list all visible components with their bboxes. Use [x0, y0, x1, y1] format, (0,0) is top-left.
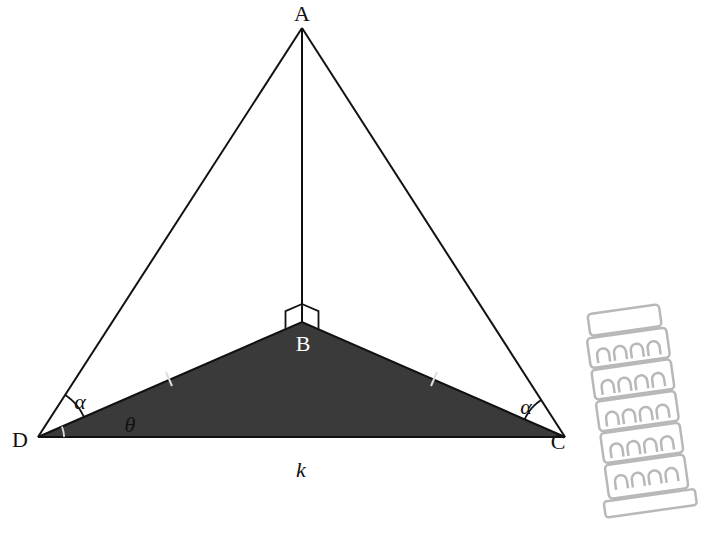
line-ac — [302, 28, 565, 437]
tower-watermark — [577, 303, 696, 518]
angle-arc — [62, 427, 64, 437]
tower-arch — [614, 474, 628, 490]
tower-arch — [660, 436, 674, 452]
tower-arch — [648, 470, 662, 486]
tower-arch — [622, 409, 636, 425]
tower-arch — [643, 438, 657, 454]
length-label: k — [296, 459, 306, 481]
tower-arch — [601, 379, 615, 395]
tick-mark — [431, 372, 437, 386]
right-angle-mark — [302, 304, 319, 329]
tower-arch — [651, 372, 665, 388]
shaded-triangle — [38, 322, 565, 437]
tower-arch — [656, 404, 670, 420]
tower-arch — [627, 440, 641, 456]
right-angle-mark — [286, 304, 303, 329]
point-label: D — [12, 429, 28, 451]
tower-arch — [610, 443, 624, 459]
tower-arch — [618, 377, 632, 393]
tower-arch — [631, 472, 645, 488]
tower-arch — [605, 411, 619, 427]
line-ad — [38, 28, 302, 437]
tower-arch — [639, 406, 653, 422]
tower-arch — [665, 467, 679, 483]
point-label: A — [294, 3, 310, 25]
tower-arch — [630, 343, 644, 359]
tower-arch — [647, 341, 661, 357]
angle-label: α — [74, 391, 86, 413]
tower-arch — [596, 348, 610, 364]
line-ab — [301, 28, 303, 322]
tick-mark — [166, 372, 172, 386]
angle-label: θ — [125, 414, 136, 436]
point-label: C — [551, 431, 566, 453]
angle-label: α — [520, 396, 532, 418]
tower-arch — [634, 375, 648, 391]
tower-arch — [613, 345, 627, 361]
point-label: B — [296, 333, 311, 355]
